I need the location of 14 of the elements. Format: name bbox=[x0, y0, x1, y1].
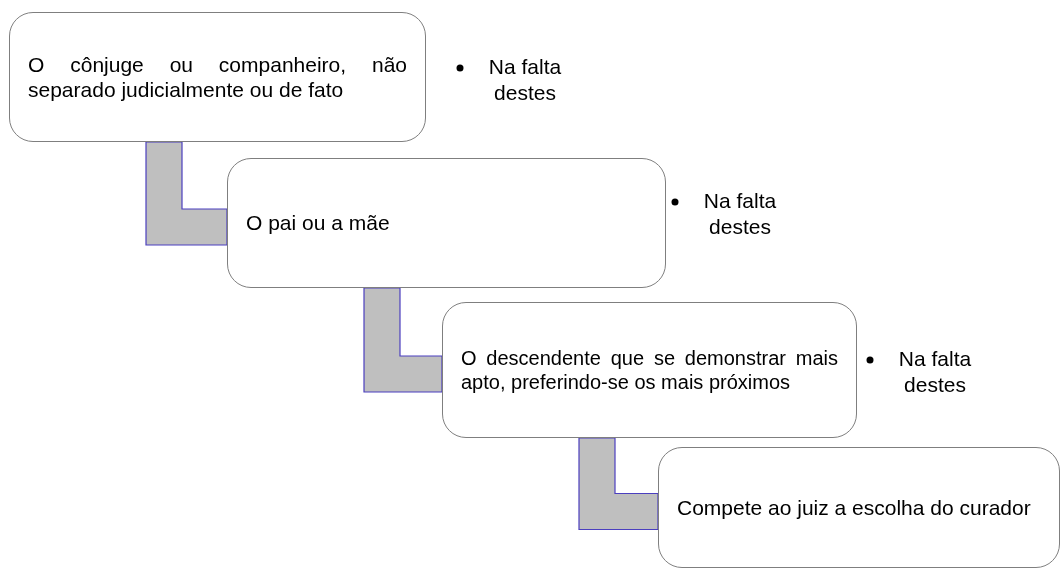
rounded-box bbox=[9, 12, 426, 142]
bullet-note: Na falta destes bbox=[487, 54, 563, 107]
rounded-box bbox=[227, 158, 666, 288]
bullet-note: Na falta destes bbox=[702, 188, 778, 241]
box-text: O cônjuge ou companheiro, não separado judicialmente ou de fato bbox=[28, 51, 407, 103]
elbow-connector bbox=[145, 141, 228, 246]
rounded-box bbox=[442, 302, 857, 438]
elbow-connector bbox=[578, 437, 659, 531]
elbow-connector bbox=[363, 287, 443, 393]
box-text: Compete ao juiz a escolha do curador bbox=[677, 494, 1032, 521]
rounded-box bbox=[658, 447, 1060, 568]
box-text: O pai ou a mãe bbox=[246, 210, 391, 236]
box-text: O descendente que se demonstrar mais apto, preferindo-se os mais próximos bbox=[461, 346, 838, 394]
bullet-note: Na falta destes bbox=[897, 346, 973, 399]
